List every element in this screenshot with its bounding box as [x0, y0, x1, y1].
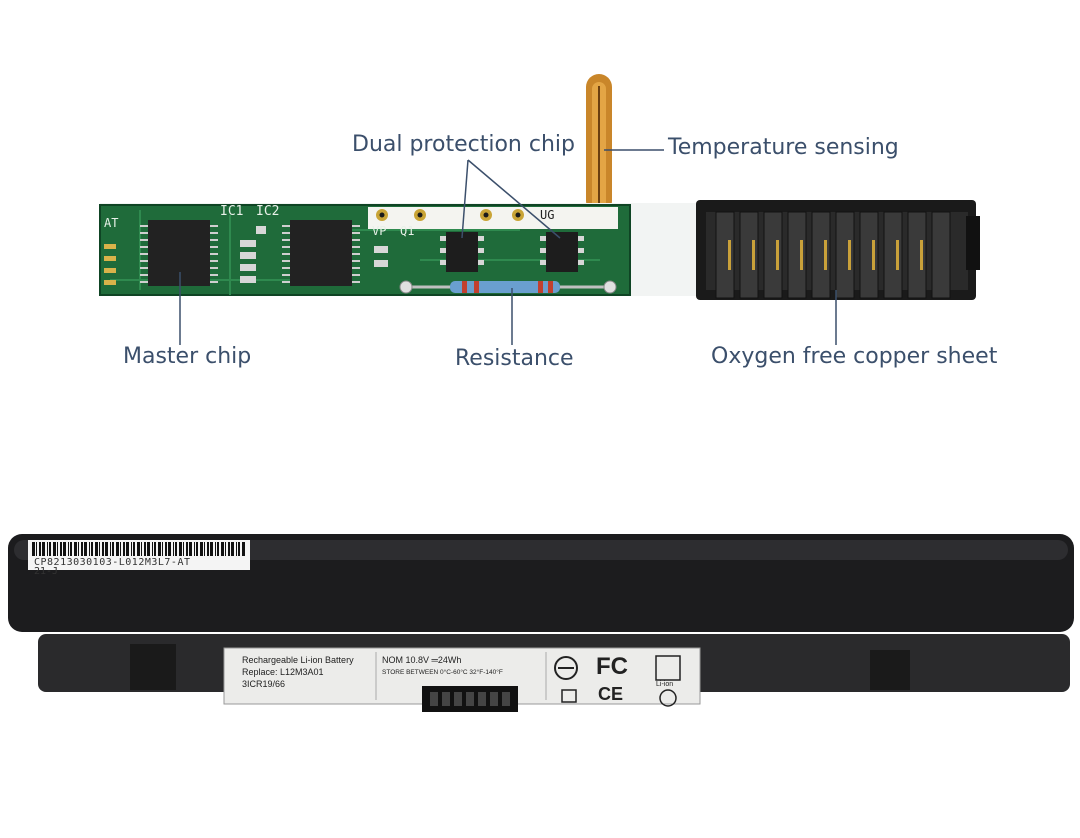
protection-chip-1	[446, 232, 478, 272]
barcode-bar	[126, 542, 129, 556]
liion-mark: Li-ion	[656, 681, 674, 688]
barcode-bar	[68, 542, 69, 556]
barcode-text: CP8213030103-L012M3L7-AT	[34, 557, 191, 568]
label-nom: NOM 10.8V ═24Wh	[382, 655, 462, 665]
barcode-bar	[189, 542, 192, 556]
temperature-sensor	[586, 74, 612, 214]
barcode-bar	[53, 542, 56, 556]
barcode-bar	[186, 542, 188, 556]
barcode-bar	[84, 542, 87, 556]
barcode-bar	[99, 542, 100, 556]
barcode-bar	[200, 542, 203, 556]
silk-ug: UG	[540, 208, 555, 222]
barcode-bar	[152, 542, 153, 556]
barcode-bar	[74, 542, 77, 556]
silk-ic2: IC2	[256, 204, 280, 219]
barcode-bar	[112, 542, 114, 556]
barcode-bar	[207, 542, 209, 556]
barcode-bar	[63, 542, 66, 556]
connector	[696, 200, 980, 300]
barcode-bar	[42, 542, 45, 556]
barcode-bar	[225, 542, 226, 556]
barcode-bar	[116, 542, 119, 556]
barcode-bar	[78, 542, 79, 556]
barcode-bar	[210, 542, 213, 556]
barcode-bar	[183, 542, 184, 556]
barcode-bar	[70, 542, 72, 556]
barcode-bar	[95, 542, 98, 556]
barcode-bar	[57, 542, 58, 556]
barcode-bar	[131, 542, 132, 556]
barcode-bar	[137, 542, 140, 556]
barcode-bar	[215, 542, 216, 556]
protection-chip-2	[546, 232, 578, 272]
barcode-bar	[49, 542, 51, 556]
barcode-bar	[81, 542, 83, 556]
barcode-bar	[39, 542, 41, 556]
barcode-text-2: 21-J	[34, 566, 59, 577]
barcode-bar	[123, 542, 125, 556]
label-line1: Rechargeable Li-ion Battery	[242, 655, 354, 665]
pcb-board	[99, 204, 631, 296]
silk-ic1: IC1	[220, 204, 244, 219]
barcode-bar	[165, 542, 167, 556]
barcode-bar	[32, 542, 35, 556]
barcode-bar	[168, 542, 171, 556]
barcode-bar	[154, 542, 156, 556]
label-oxygen-free-copper-sheet: Oxygen free copper sheet	[711, 344, 998, 369]
barcode-bar	[144, 542, 146, 556]
barcode-bar	[242, 542, 245, 556]
barcode-bar	[158, 542, 161, 556]
barcode-bar	[36, 542, 37, 556]
barcode-bar	[231, 542, 234, 556]
leader-lines	[179, 149, 837, 345]
barcode-bar	[217, 542, 219, 556]
barcode-bar	[221, 542, 224, 556]
label-dual-protection-chip: Dual protection chip	[352, 132, 575, 157]
barcode-bar	[173, 542, 174, 556]
label-line3: 3ICR19/66	[242, 679, 286, 689]
barcode-bar	[89, 542, 90, 556]
barcode-bar	[133, 542, 135, 556]
barcode-bar	[204, 542, 205, 556]
barcode-bar	[91, 542, 93, 556]
barcode-bar	[196, 542, 198, 556]
silk-vp: VP	[372, 224, 387, 238]
label-store: STORE BETWEEN 0°C-60°C 32°F-140°F	[382, 669, 503, 676]
barcode-bar	[102, 542, 104, 556]
barcode-bar	[162, 542, 163, 556]
silk-at: AT	[104, 216, 119, 230]
barcode-bar	[141, 542, 142, 556]
barcode-bar	[175, 542, 177, 556]
resistor	[399, 280, 617, 294]
barcode-bar	[120, 542, 121, 556]
label-temperature-sensing: Temperature sensing	[668, 135, 899, 160]
label-line2: Replace: L12M3A01	[242, 667, 324, 677]
barcode-bar	[105, 542, 108, 556]
label-master-chip: Master chip	[123, 344, 252, 369]
barcode-bar	[60, 542, 62, 556]
barcode-bar	[238, 542, 240, 556]
barcode-bar	[236, 542, 237, 556]
battery-pack	[8, 534, 1074, 712]
barcode-bar	[47, 542, 48, 556]
fc-mark: FC	[596, 653, 628, 680]
label-resistance: Resistance	[455, 346, 574, 371]
barcode-bar	[110, 542, 111, 556]
master-chip	[148, 220, 210, 286]
barcode-bar	[147, 542, 150, 556]
barcode-bar	[194, 542, 195, 556]
ce-mark: CE	[598, 684, 624, 704]
barcode-bar	[179, 542, 182, 556]
silk-q1: Q1	[400, 224, 415, 238]
barcode-bar	[228, 542, 230, 556]
